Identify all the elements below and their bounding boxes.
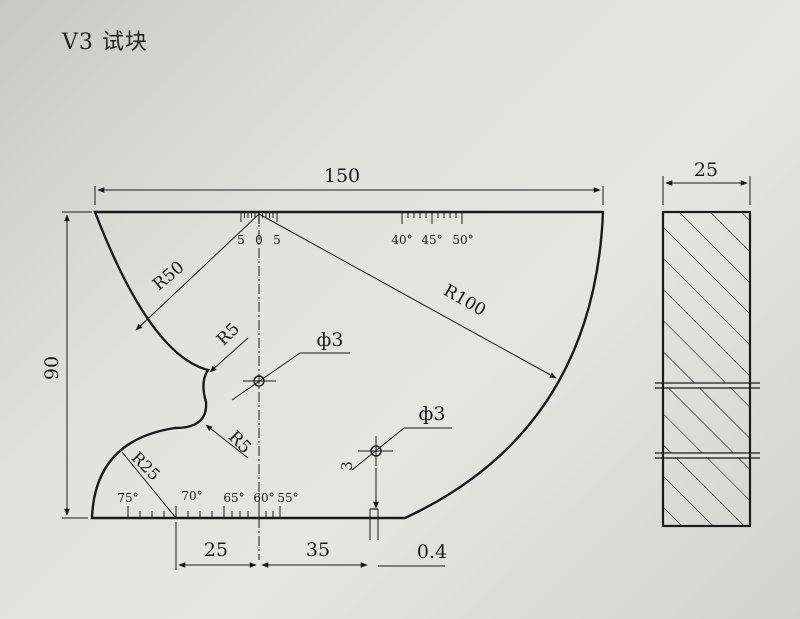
bottom-angle-scale — [127, 506, 281, 518]
dim35-text: 35 — [306, 539, 330, 561]
angle-label-55: 55° — [277, 491, 298, 505]
width-dimension-text: 150 — [324, 165, 360, 187]
r25-leader — [121, 451, 177, 519]
r100-leader — [258, 213, 557, 379]
r5-bottom-label: R5 — [224, 427, 255, 458]
height-dimension-text: 90 — [41, 356, 63, 380]
angle-label-70: 70° — [181, 489, 202, 503]
lower-hole-label: ф3 — [419, 403, 446, 425]
top-scale-label-zero: 0 — [255, 233, 263, 247]
notch — [369, 468, 445, 567]
r5-top-leader — [209, 337, 249, 373]
top-angle-scale — [401, 212, 463, 224]
side-view: 25 — [655, 159, 760, 528]
lower-hole — [351, 427, 452, 471]
r25-label: R25 — [128, 448, 164, 484]
center-hole-label: ф3 — [317, 329, 344, 351]
drawing-title: V3 试块 — [62, 30, 148, 55]
top-scale-label-right: 5 — [273, 233, 281, 247]
block-outline — [90, 210, 605, 520]
thickness-dimension-text: 25 — [694, 159, 718, 181]
angle-label-40: 40° — [391, 233, 412, 247]
r50-leader — [135, 213, 260, 331]
top-scale-label-left: 5 — [237, 233, 245, 247]
front-view: 5 0 5 40° 45° 50° — [41, 165, 605, 570]
center-hole — [231, 352, 350, 401]
r100-label: R100 — [440, 281, 489, 321]
angle-label-65: 65° — [223, 491, 244, 505]
notch-dim-label: 0.4 — [417, 541, 447, 563]
side-outline — [661, 210, 752, 528]
angle-label-45: 45° — [421, 233, 442, 247]
r50-label: R50 — [149, 257, 188, 294]
angle-label-50: 50° — [452, 233, 473, 247]
side-hatch — [663, 212, 750, 526]
angle-label-75: 75° — [117, 491, 138, 505]
dim25-text: 25 — [204, 539, 228, 561]
top-center-scale — [240, 212, 278, 224]
hole-depth-label: 3 — [338, 461, 356, 471]
angle-label-60: 60° — [253, 491, 274, 505]
r5-bottom-leader — [205, 424, 249, 459]
